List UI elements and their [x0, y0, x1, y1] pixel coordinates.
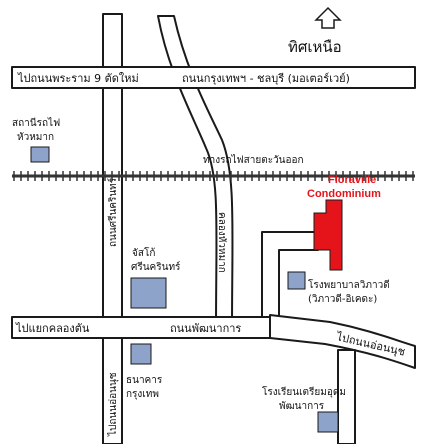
on-nut-road — [269, 314, 416, 369]
condo-label-line2: Condominium — [307, 188, 381, 200]
station-label-line2: หัวหมาก — [17, 132, 54, 143]
motorway-label: ถนนกรุงเทพฯ - ชลบุรี (มอเตอร์เวย์) — [182, 72, 350, 85]
condo-label-line1: Floraville — [328, 174, 376, 186]
north-arrow-icon — [314, 6, 342, 29]
school-label-line1: โรงเรียนเตรียมอุดม — [262, 385, 346, 398]
on-nut-bottom-label: ไปถนนอ่อนนุช — [107, 372, 119, 437]
canal-label: คลองหัวหมาก — [216, 212, 227, 273]
school-label-line2: พัฒนาการ — [279, 401, 325, 412]
railway-ties — [13, 171, 414, 181]
seacon-label-line2: ศรีนครินทร์ — [131, 261, 181, 273]
bank-label-line2: กรุงเทพ — [126, 389, 159, 400]
condo-building — [313, 199, 343, 271]
pattanakarn-label: ถนนพัฒนาการ — [170, 322, 241, 335]
srinakarin-label: ถนนศรีนครินทร์ — [107, 177, 119, 247]
bank-label-line1: ธนาคาร — [126, 375, 163, 386]
station-label-line1: สถานีรถไฟ — [12, 117, 60, 129]
bank-building — [130, 343, 152, 365]
hospital-label-line2: (วิภาวดี-อิเคดะ) — [308, 293, 377, 305]
seacon-building — [130, 277, 167, 309]
hospital-label-line1: โรงพยาบาลวิภาวดี — [308, 278, 390, 291]
railway-label: ทางรถไฟสายตะวันออก — [203, 154, 304, 166]
north-label: ทิศเหนือ — [288, 38, 342, 56]
khlong-ton-label: ไปแยกคลองตัน — [15, 322, 90, 335]
hospital-building — [287, 271, 306, 290]
rama9-label: ไปถนนพระราม 9 ตัดใหม่ — [17, 72, 139, 85]
station-building — [30, 146, 50, 163]
seacon-label-line1: จัสโก้ — [132, 246, 155, 259]
motorway-road — [11, 66, 416, 89]
school-building — [317, 411, 339, 433]
